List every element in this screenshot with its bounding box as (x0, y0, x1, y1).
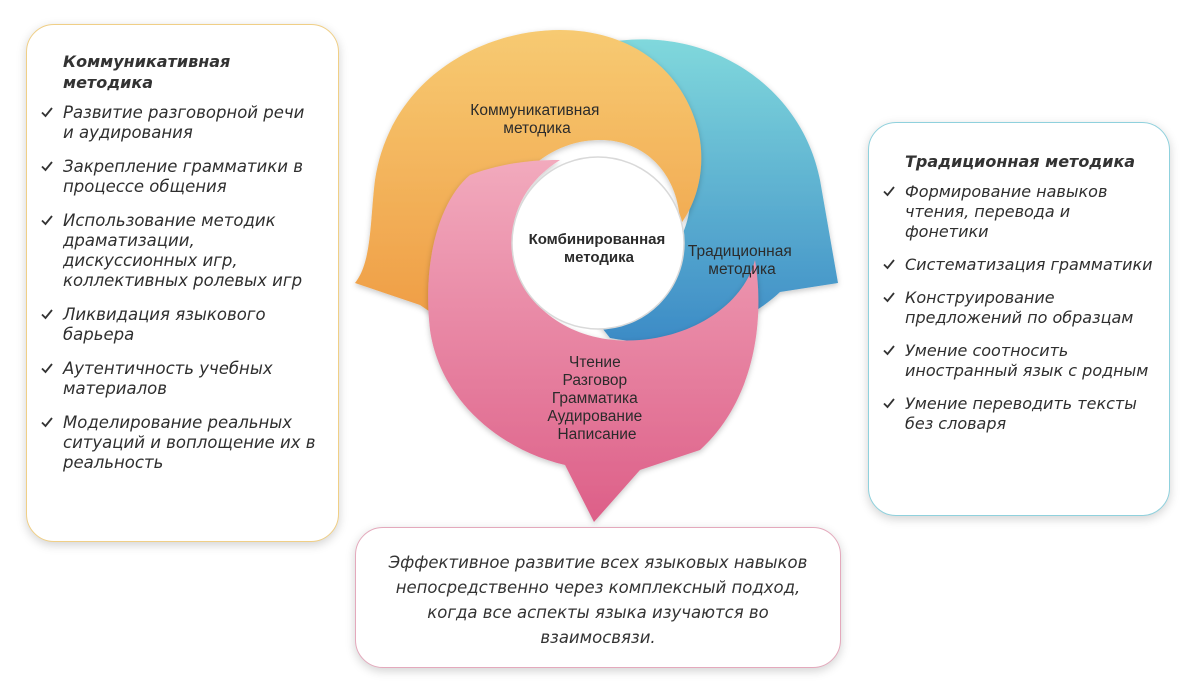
skills-segment (428, 160, 759, 522)
list-item-text: Ликвидация языкового барьера (63, 305, 266, 344)
list-item: Умение переводить тексты без словаря (883, 394, 1157, 434)
list-item: Ликвидация языкового барьера (41, 305, 320, 345)
svg-text:Комбинированная методика: Комбинированная методика (529, 231, 670, 266)
traditional-label-line2: методика (708, 261, 776, 278)
traditional-segment (580, 39, 838, 342)
skill-writing: Написание (557, 426, 636, 443)
svg-text:Традиционная методика: Традиционная методика (688, 243, 796, 278)
check-icon (41, 161, 53, 172)
check-icon (41, 215, 53, 226)
combined-label-line1: Комбинированная (529, 231, 666, 248)
center-circle (511, 156, 685, 330)
communicative-label-line1: Коммуникативная (470, 102, 599, 119)
traditional-features-list: Формирование навыков чтения, перевода и … (883, 182, 1157, 434)
skill-speaking: Разговор (563, 372, 628, 389)
traditional-method-card: Традиционная методика Формирование навык… (868, 122, 1170, 516)
communicative-features-list: Развитие разговорной речи и аудирования … (41, 103, 320, 473)
check-icon (41, 417, 53, 428)
communicative-label-line2: методика (503, 120, 571, 137)
list-item-text: Использование методик драматизации, диск… (63, 211, 303, 290)
communicative-card-title: Коммуникативная методика (63, 52, 231, 92)
skill-reading: Чтение (569, 354, 621, 371)
list-item-text: Развитие разговорной речи и аудирования (63, 103, 305, 142)
list-item-text: Формирование навыков чтения, перевода и … (905, 182, 1108, 241)
check-icon (41, 363, 53, 374)
list-item-text: Умение соотносить иностранный язык с род… (905, 341, 1149, 380)
check-icon (883, 259, 895, 270)
list-item: Систематизация грамматики (883, 255, 1157, 275)
list-item: Закрепление грамматики в процессе общени… (41, 157, 320, 197)
combined-description: Эффективное развитие всех языковых навык… (388, 553, 808, 647)
list-item-text: Закрепление грамматики в процессе общени… (63, 157, 303, 196)
list-item: Развитие разговорной речи и аудирования (41, 103, 320, 143)
skill-grammar: Грамматика (552, 390, 638, 407)
check-icon (883, 186, 895, 197)
list-item: Конструирование предложений по образцам (883, 288, 1157, 328)
list-item-text: Умение переводить тексты без словаря (905, 394, 1137, 433)
traditional-card-title: Традиционная методика (905, 152, 1136, 171)
combined-label-line2: методика (564, 249, 635, 266)
check-icon (41, 107, 53, 118)
list-item: Умение соотносить иностранный язык с род… (883, 341, 1157, 381)
check-icon (41, 309, 53, 320)
combined-method-card: Эффективное развитие всех языковых навык… (355, 527, 841, 668)
list-item: Аутентичность учебных материалов (41, 359, 320, 399)
check-icon (883, 398, 895, 409)
svg-text:Чтение Разговор Грамма: Чтение Разговор Грамматика Аудирование Н… (547, 354, 646, 443)
traditional-label-line1: Традиционная (688, 243, 792, 260)
list-item: Использование методик драматизации, диск… (41, 211, 320, 291)
communicative-method-card: Коммуникативная методика Развитие разгов… (26, 24, 339, 542)
list-item-text: Моделирование реальных ситуаций и воплощ… (63, 413, 316, 472)
skill-listening: Аудирование (547, 408, 642, 425)
check-icon (883, 345, 895, 356)
list-item-text: Аутентичность учебных материалов (63, 359, 273, 398)
list-item: Моделирование реальных ситуаций и воплощ… (41, 413, 320, 473)
list-item-text: Конструирование предложений по образцам (905, 288, 1134, 327)
list-item: Формирование навыков чтения, перевода и … (883, 182, 1157, 242)
svg-text:Коммуникативная методика: Коммуникативная методика (470, 102, 603, 137)
check-icon (883, 292, 895, 303)
list-item-text: Систематизация грамматики (905, 255, 1153, 274)
